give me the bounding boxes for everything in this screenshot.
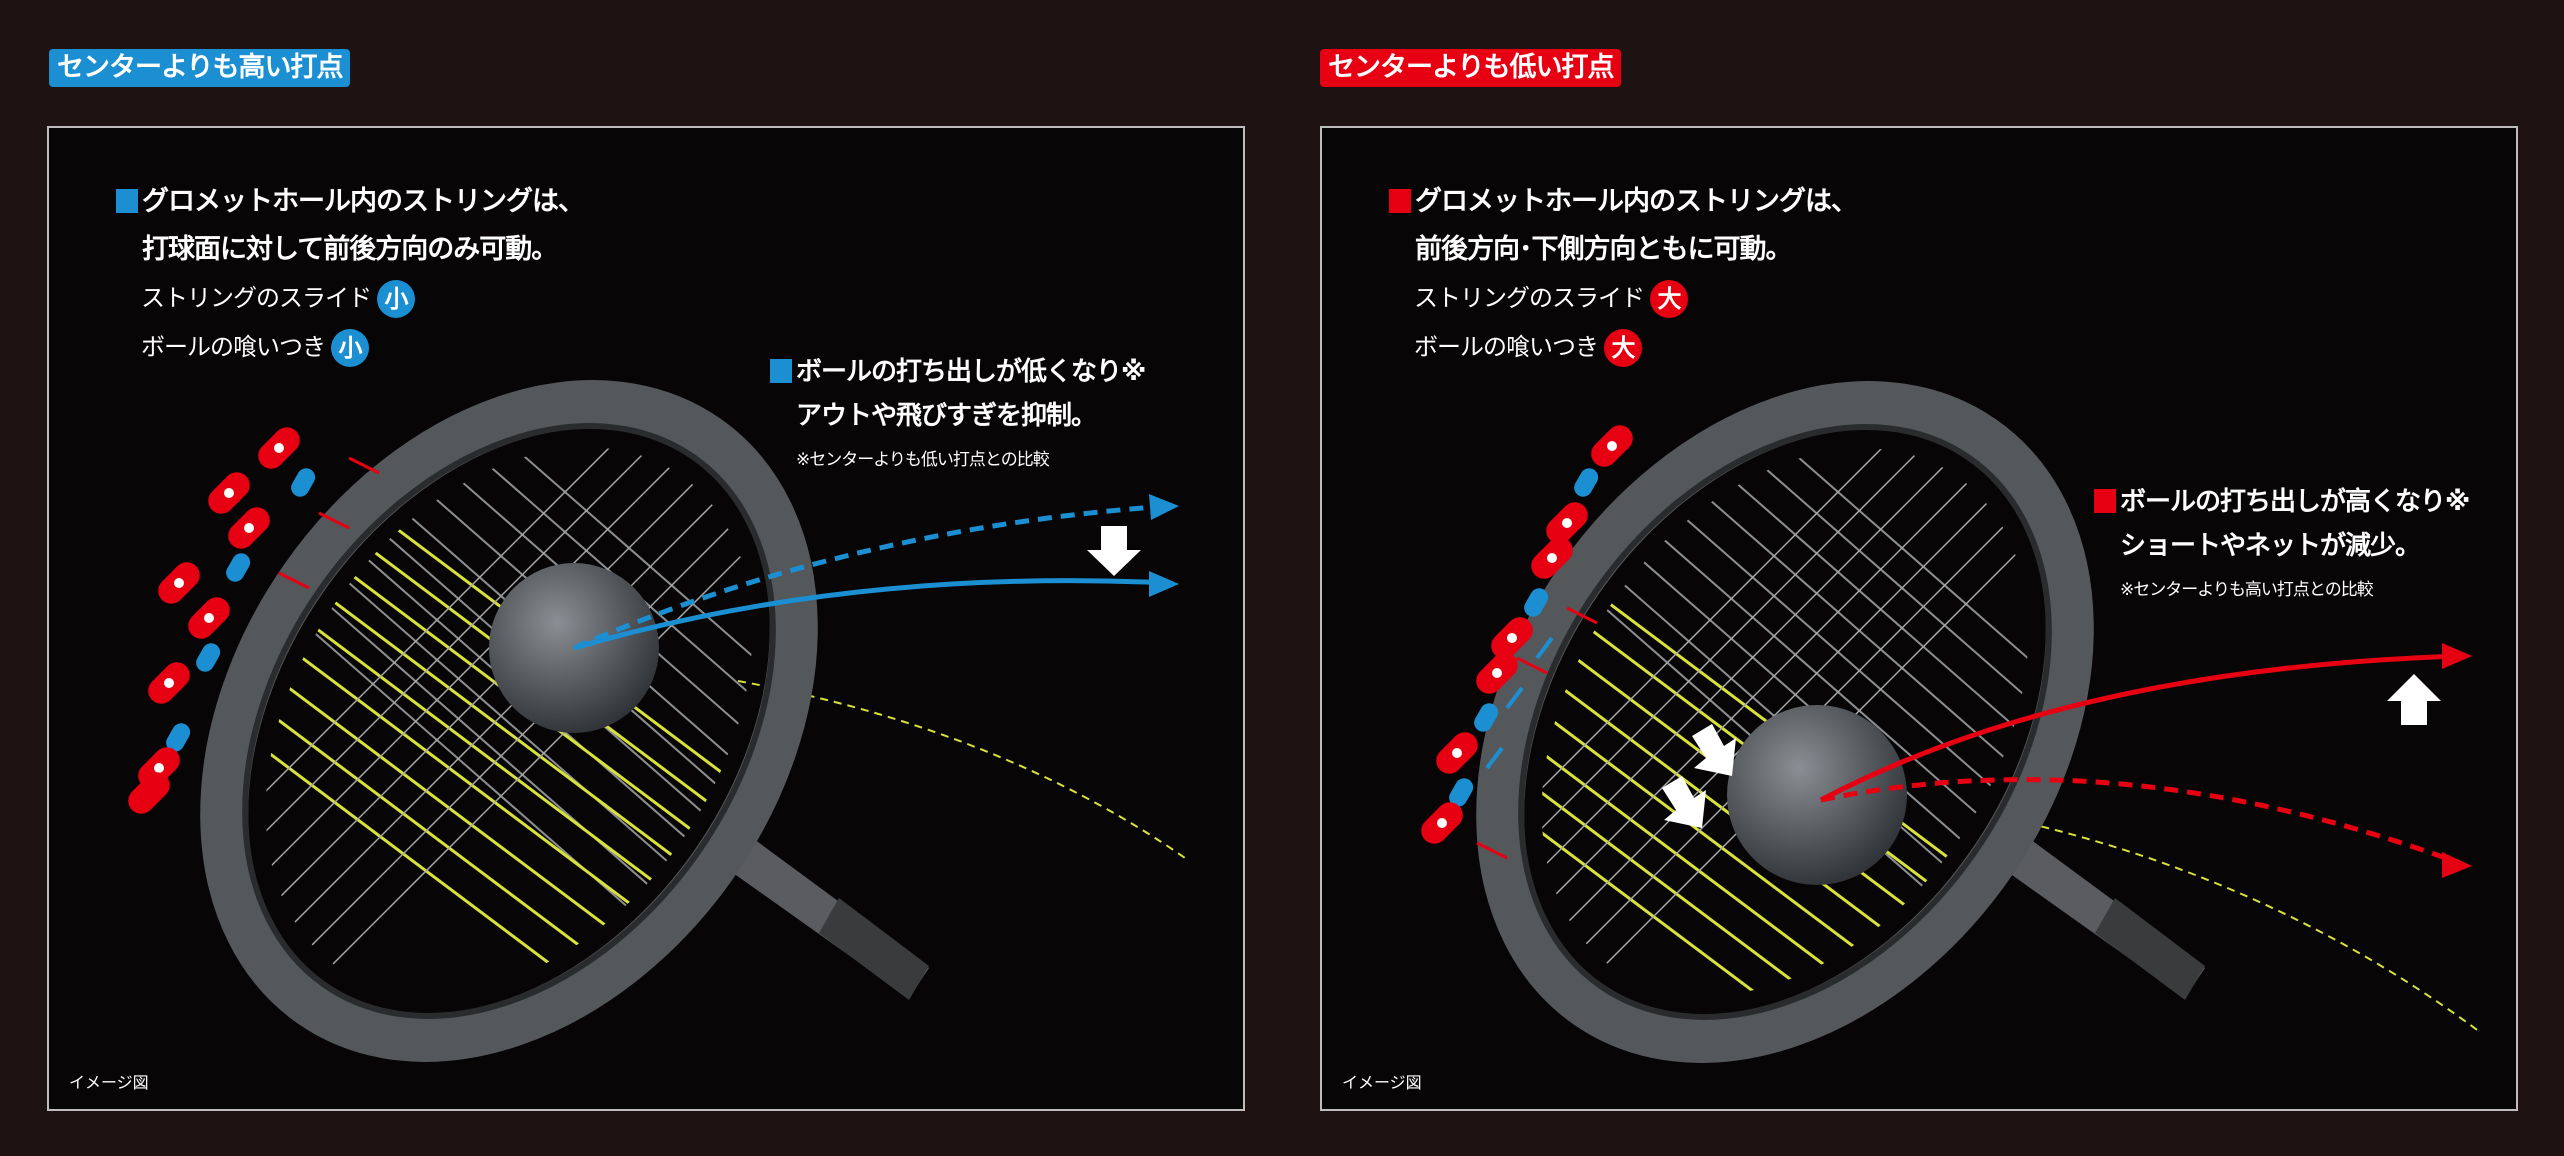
red-square-icon bbox=[2094, 489, 2116, 513]
down-arrow-icon bbox=[1087, 526, 1141, 576]
red-square-icon bbox=[1389, 189, 1411, 213]
result-annotation: ボールの打ち出しが高くなり※ ショートやネットが減少。 ※センターよりも高い打点… bbox=[2094, 480, 2470, 612]
high-impact-tag: センターよりも高い打点 bbox=[49, 49, 351, 87]
heading: グロメットホール内のストリングは、 打球面に対して前後方向のみ可動。 bbox=[116, 178, 585, 274]
heading: グロメットホール内のストリングは、 前後方向･下側方向ともに可動。 bbox=[1389, 178, 1858, 274]
blue-square-icon bbox=[770, 359, 792, 383]
string-slide-row: ストリングのスライド小 bbox=[141, 278, 415, 318]
string-slide-badge: 大 bbox=[1650, 280, 1688, 318]
string-slide-label: ストリングのスライド bbox=[1414, 284, 1645, 312]
ball-bite-row: ボールの喰いつき小 bbox=[141, 327, 369, 367]
high-impact-panel: グロメットホール内のストリングは、 打球面に対して前後方向のみ可動。 ストリング… bbox=[47, 126, 1245, 1111]
racket-frame bbox=[1476, 381, 2094, 1063]
ball-trajectory-curve bbox=[2013, 819, 2481, 1033]
down-arrow-icon bbox=[1692, 724, 1736, 776]
trajectory-solid bbox=[1819, 653, 2463, 803]
low-impact-tag: センターよりも低い打点 bbox=[1320, 49, 1622, 87]
result-line-2: ショートやネットが減少。 bbox=[2120, 531, 2421, 561]
heading-line-2: 打球面に対して前後方向のみ可動。 bbox=[142, 234, 558, 265]
heading-line-1: グロメットホール内のストリングは、 bbox=[142, 186, 585, 217]
up-arrow-icon bbox=[2387, 674, 2441, 725]
ball bbox=[1727, 705, 1907, 885]
racket-handle bbox=[1995, 828, 2205, 1000]
result-line-2: アウトや飛びすぎを抑制。 bbox=[796, 401, 1097, 431]
image-caption: イメージ図 bbox=[1342, 1073, 1422, 1092]
image-caption: イメージ図 bbox=[69, 1073, 149, 1092]
string-slide-row: ストリングのスライド大 bbox=[1414, 278, 1688, 318]
comparison-note: ※センターよりも低い打点との比較 bbox=[796, 450, 1050, 470]
arrowhead bbox=[1149, 571, 1179, 597]
result-annotation: ボールの打ち出しが低くなり※ アウトや飛びすぎを抑制。 ※センターよりも低い打点… bbox=[770, 350, 1146, 482]
blue-square-icon bbox=[116, 189, 138, 213]
trajectory-dashed bbox=[1820, 777, 2463, 867]
arrowhead bbox=[2442, 643, 2472, 669]
arrowhead bbox=[1149, 494, 1179, 520]
racket-illustration bbox=[128, 354, 1189, 1080]
racket-frame bbox=[200, 380, 818, 1062]
string-slide-badge: 小 bbox=[377, 280, 415, 318]
grommet-diagram bbox=[128, 427, 380, 814]
racket-illustration bbox=[1421, 355, 2481, 1080]
low-impact-panel: グロメットホール内のストリングは、 前後方向･下側方向ともに可動。 ストリングの… bbox=[1320, 126, 2518, 1111]
heading-line-2: 前後方向･下側方向ともに可動。 bbox=[1415, 234, 1793, 265]
racket-handle bbox=[719, 828, 929, 1000]
ball-bite-label: ボールの喰いつき bbox=[1414, 333, 1599, 361]
heading-line-1: グロメットホール内のストリングは、 bbox=[1415, 186, 1858, 217]
trajectory-solid bbox=[573, 578, 1170, 651]
string-slide-label: ストリングのスライド bbox=[141, 284, 372, 312]
ball-bite-label: ボールの喰いつき bbox=[141, 333, 326, 361]
ball-bite-badge: 小 bbox=[331, 329, 369, 367]
down-arrow-icon bbox=[1662, 776, 1706, 828]
result-line-1: ボールの打ち出しが低くなり※ bbox=[796, 357, 1146, 387]
result-line-1: ボールの打ち出しが高くなり※ bbox=[2120, 487, 2470, 517]
grommet-diagram bbox=[1421, 425, 1633, 860]
arrowhead bbox=[2442, 852, 2472, 878]
ball-bite-badge: 大 bbox=[1604, 329, 1642, 367]
trajectory-dashed bbox=[573, 503, 1170, 651]
comparison-note: ※センターよりも高い打点との比較 bbox=[2120, 580, 2374, 600]
ball-bite-row: ボールの喰いつき大 bbox=[1414, 327, 1642, 367]
